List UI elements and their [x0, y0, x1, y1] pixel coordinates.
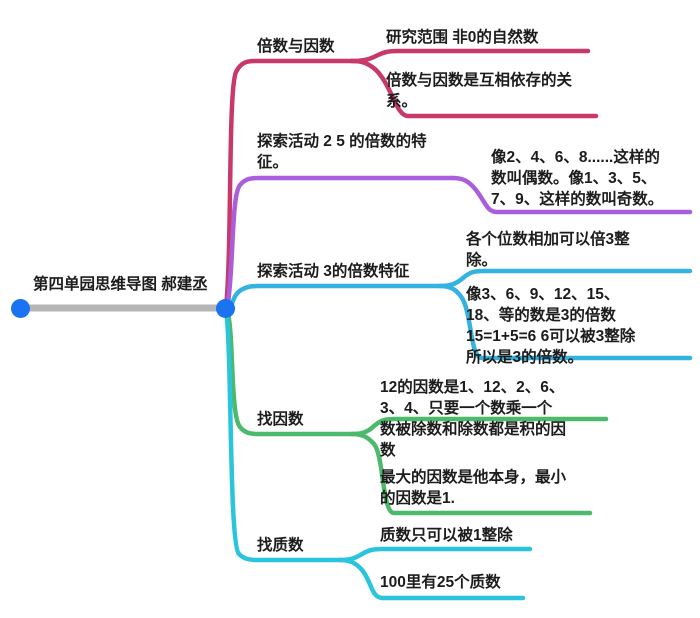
edge-leaf-1-1	[349, 48, 591, 64]
edge-branch-5	[223, 307, 343, 563]
branch-node-2-label[interactable]: 探索活动 2 5 的倍数的特 征。	[257, 133, 427, 171]
leaf-node-5-2-label[interactable]: 100里有25个质数	[380, 574, 501, 591]
root-node-label[interactable]: 第四单园思维导图 郝建丞	[33, 276, 208, 293]
leaf-node-4-2-label[interactable]: 最大的因数是他本身，最小 的因数是1.	[380, 469, 567, 507]
leaf-node-3-1-label[interactable]: 各个位数相加可以倍3整 除。	[466, 231, 630, 269]
branch-node-4-label[interactable]: 找因数	[257, 411, 304, 428]
edge-leaf-5-1	[337, 546, 533, 563]
root-dot-center[interactable]	[216, 299, 235, 318]
leaf-node-2-1-label[interactable]: 像2、4、6、8......这样的 数叫偶数。像1、3、5、 7、9、这样的数叫…	[491, 149, 664, 208]
branch-node-1-label[interactable]: 倍数与因数	[257, 38, 335, 55]
edge-branch-3	[225, 283, 443, 312]
branch-node-3-label[interactable]: 探索活动 3的倍数特征	[257, 263, 410, 280]
edge-branch-2	[224, 175, 455, 312]
leaf-node-1-2-label[interactable]: 倍数与因数是互相依存的关 系。	[386, 72, 573, 110]
branch-node-5-label[interactable]: 找质数	[257, 537, 304, 554]
root-dot-left[interactable]	[11, 299, 30, 318]
leaf-node-3-2-label[interactable]: 像3、6、9、12、15、 18、等的数是3的倍数 15=1+5=6 6可以被3…	[466, 286, 636, 366]
leaf-node-4-1-label[interactable]: 12的因数是1、12、2、6、 3、4、只要一个数乘一个 数被除数和除数都是积的…	[380, 379, 567, 459]
leaf-node-5-1-label[interactable]: 质数只可以被1整除	[380, 527, 513, 544]
leaf-node-1-1-label[interactable]: 研究范围 非0的自然数	[386, 29, 539, 46]
